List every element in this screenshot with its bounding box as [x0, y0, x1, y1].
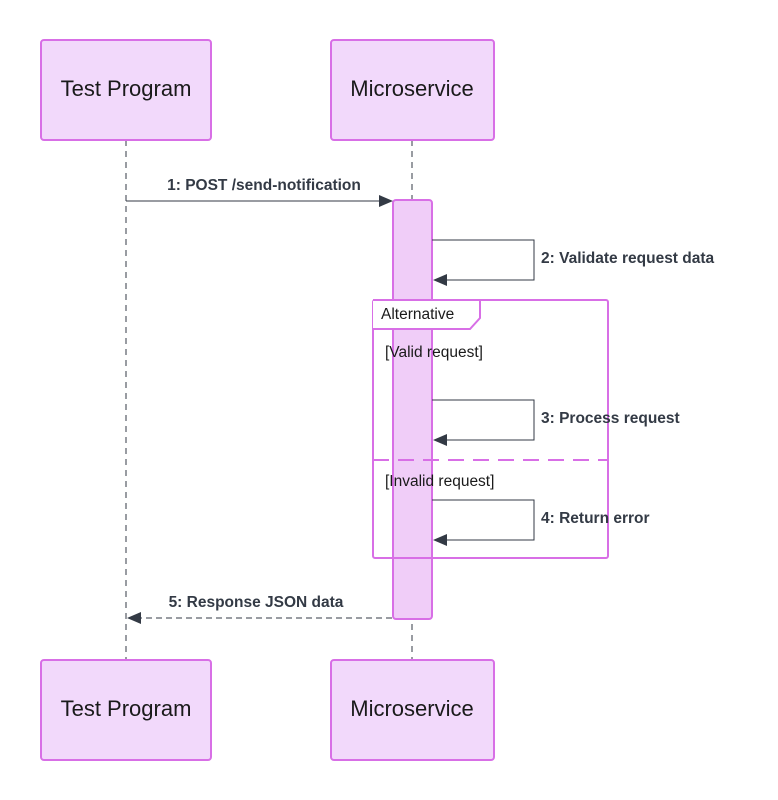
fragment-label: Alternative — [381, 306, 454, 323]
actor-label: Test Program — [61, 76, 192, 101]
message-4-label: 4: Return error — [541, 510, 650, 527]
message-4-arrow — [432, 499, 535, 546]
actor-test-program-top[interactable]: Test Program — [40, 39, 212, 141]
alt-fragment[interactable]: Alternative [Valid request] [Invalid req… — [372, 299, 609, 559]
message-3-arrow — [432, 399, 535, 446]
actor-microservice-top[interactable]: Microservice — [330, 39, 495, 141]
actor-microservice-bottom[interactable]: Microservice — [330, 659, 495, 761]
message-2-arrow — [432, 239, 535, 286]
guard-invalid: [Invalid request] — [385, 473, 494, 490]
message-2-label: 2: Validate request data — [541, 250, 715, 267]
message-3-label: 3: Process request — [541, 410, 680, 427]
message-5-label: 5: Response JSON data — [169, 594, 344, 611]
actor-label: Microservice — [350, 76, 473, 101]
activation-bar[interactable] — [392, 199, 433, 620]
actor-label: Microservice — [350, 696, 473, 721]
actor-test-program-bottom[interactable]: Test Program — [40, 659, 212, 761]
guard-valid: [Valid request] — [385, 344, 483, 361]
actor-label: Test Program — [61, 696, 192, 721]
message-1-label: 1: POST /send-notification — [167, 177, 361, 194]
